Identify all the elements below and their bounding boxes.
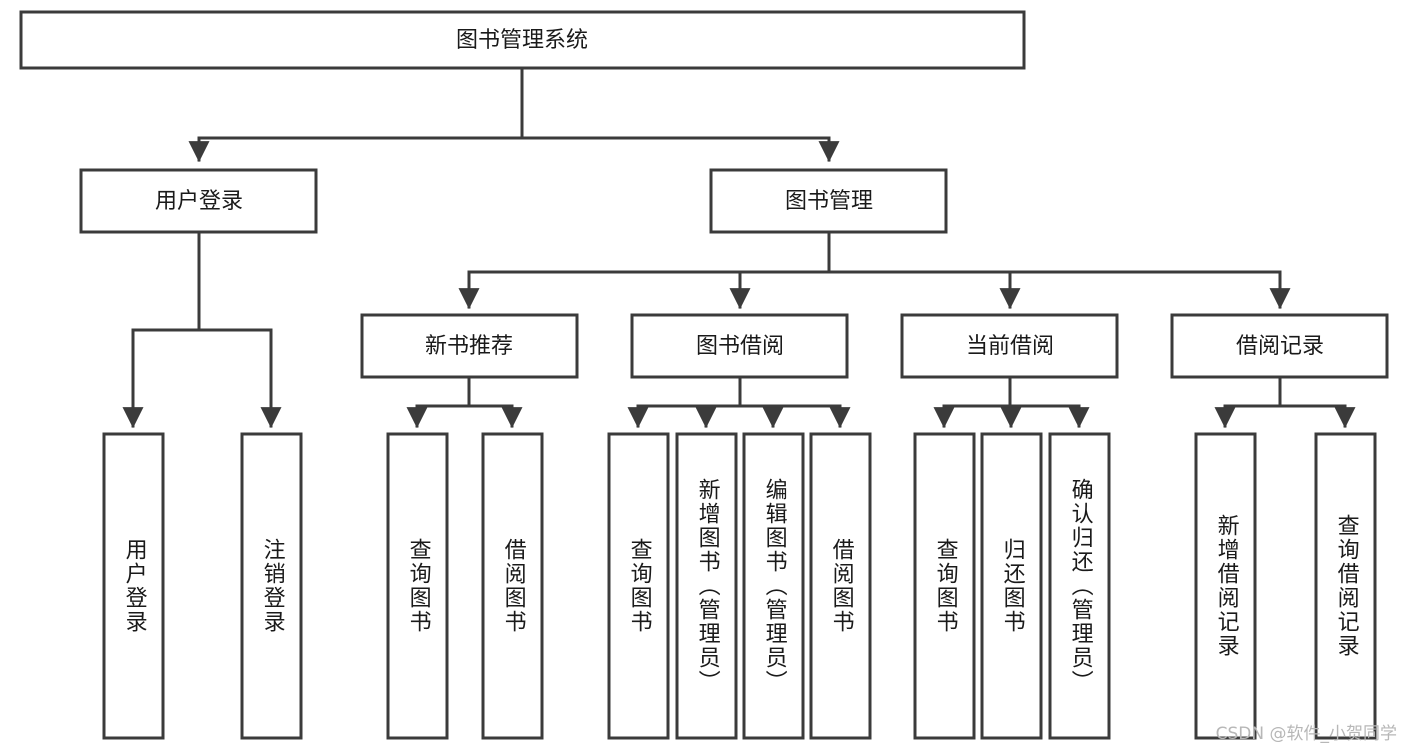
leaf-rect-new-book-0[interactable]	[386, 432, 449, 740]
leaf-rects-book-borrow	[607, 432, 872, 740]
leaf-rect-user-login-0[interactable]	[102, 432, 165, 740]
leaf-rect-borrow-record-0[interactable]	[1194, 432, 1257, 740]
leaf-rect-current-borrow-0[interactable]	[913, 432, 976, 740]
edge-group-new-book	[406, 375, 523, 429]
node-new-book-recommend-label: 新书推荐	[425, 334, 513, 359]
node-book-borrow[interactable]: 图书借阅	[630, 313, 849, 379]
leaf-rects-current-borrow	[913, 432, 1111, 740]
leaf-rect-borrow-record-1[interactable]	[1314, 432, 1377, 740]
node-book-borrow-label: 图书借阅	[696, 334, 784, 359]
leaf-rect-user-login-1[interactable]	[240, 432, 303, 740]
node-current-borrow[interactable]: 当前借阅	[900, 313, 1119, 379]
leaf-rect-current-borrow-2[interactable]	[1048, 432, 1111, 740]
leaf-rect-current-borrow-1[interactable]	[980, 432, 1043, 740]
node-root-label: 图书管理系统	[456, 28, 588, 53]
edge-group-borrow-record	[1214, 375, 1356, 429]
edge-group-root	[188, 66, 840, 163]
leaf-rect-book-borrow-1[interactable]	[675, 432, 738, 740]
node-book-management[interactable]: 图书管理	[709, 168, 948, 234]
leaf-rects-user-login	[102, 432, 303, 740]
leaf-rect-book-borrow-2[interactable]	[742, 432, 805, 740]
node-borrow-record-label: 借阅记录	[1236, 334, 1324, 359]
node-user-login[interactable]: 用户登录	[79, 168, 318, 234]
leaf-rect-new-book-1[interactable]	[481, 432, 544, 740]
edge-group-current-borrow	[933, 375, 1090, 429]
leaf-rect-book-borrow-3[interactable]	[809, 432, 872, 740]
node-root[interactable]: 图书管理系统	[19, 10, 1026, 70]
node-book-management-label: 图书管理	[785, 189, 873, 214]
node-current-borrow-label: 当前借阅	[966, 334, 1054, 359]
leaf-rect-book-borrow-0[interactable]	[607, 432, 670, 740]
leaf-rects-borrow-record	[1194, 432, 1377, 740]
edge-group-book-borrow	[627, 375, 851, 429]
leaf-rects-new-book	[386, 432, 544, 740]
node-user-login-label: 用户登录	[155, 189, 243, 214]
edge-group-user-login	[122, 230, 282, 429]
edge-group-book-management	[458, 230, 1291, 310]
node-new-book-recommend[interactable]: 新书推荐	[360, 313, 579, 379]
csdn-watermark: CSDN @软件_小贺同学	[1215, 724, 1397, 744]
node-borrow-record[interactable]: 借阅记录	[1170, 313, 1389, 379]
